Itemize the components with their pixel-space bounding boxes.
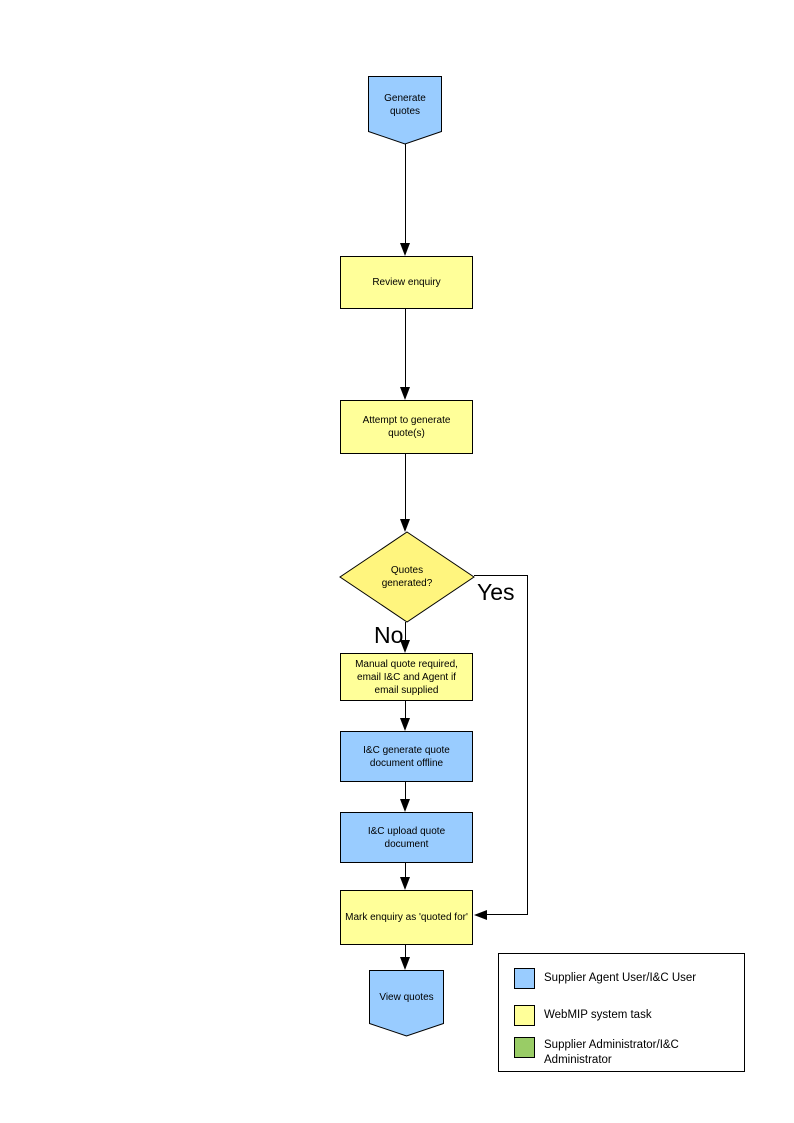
arrow-left-icon <box>474 910 487 920</box>
node-generate-quotes: Generate quotes <box>368 76 442 145</box>
node-label: Manual quote required, email I&C and Age… <box>355 658 458 696</box>
branch-label-yes: Yes <box>477 579 515 605</box>
node-label: I&C generate quote document offline <box>363 744 450 769</box>
legend-label: Supplier Administrator/I&C Administrator <box>544 1039 679 1066</box>
node-label: Attempt to generate quote(s) <box>362 415 451 439</box>
arrow-down-icon <box>400 387 410 400</box>
legend-swatch-yellow <box>514 1005 535 1026</box>
node-review-enquiry: Review enquiry <box>340 256 473 309</box>
legend-swatch-green <box>514 1037 535 1058</box>
node-ic-generate-quote: I&C generate quote document offline <box>340 731 473 782</box>
node-ic-upload-quote: I&C upload quote document <box>340 812 473 863</box>
branch-label-no: No <box>374 622 404 648</box>
node-label: I&C upload quote document <box>367 825 446 850</box>
connector-line <box>405 701 406 718</box>
legend-label: Supplier Agent User/I&C User <box>544 972 697 985</box>
legend-swatch-blue <box>514 968 535 989</box>
connector-line <box>405 622 406 640</box>
legend-label: WebMIP system task <box>544 1009 652 1022</box>
arrow-down-icon <box>400 519 410 532</box>
arrow-down-icon <box>400 718 410 731</box>
legend-item-webmip-task: WebMIP system task <box>514 1005 652 1026</box>
connector-line <box>405 863 406 877</box>
node-label: View quotes <box>379 992 434 1003</box>
node-label: Quotes generated? <box>381 565 433 589</box>
arrow-down-icon <box>400 799 410 812</box>
arrow-down-icon <box>400 640 410 653</box>
connector-line <box>405 144 406 243</box>
arrow-down-icon <box>400 957 410 970</box>
node-view-quotes: View quotes <box>369 970 444 1037</box>
legend-item-supplier-agent: Supplier Agent User/I&C User <box>514 968 696 989</box>
connector-line <box>405 945 406 957</box>
legend: Supplier Agent User/I&C User WebMIP syst… <box>498 953 745 1072</box>
node-quotes-generated-decision: Quotes generated? <box>339 531 475 623</box>
pentagon-shape <box>369 970 444 1037</box>
node-label: Review enquiry <box>372 277 441 288</box>
node-label: Mark enquiry as 'quoted for' <box>345 912 468 923</box>
connector-line <box>405 454 406 519</box>
node-mark-enquiry-quoted: Mark enquiry as 'quoted for' <box>340 890 473 945</box>
legend-item-supplier-admin: Supplier Administrator/I&C Administrator <box>514 1037 734 1067</box>
diamond-shape <box>339 531 475 623</box>
connector-yes-top <box>474 575 528 576</box>
arrow-down-icon <box>400 877 410 890</box>
connector-yes-vertical <box>527 575 528 915</box>
arrow-down-icon <box>400 243 410 256</box>
connector-line <box>405 309 406 388</box>
node-label: Generate quotes <box>384 92 426 117</box>
connector-yes-bottom <box>487 914 528 915</box>
connector-line <box>405 782 406 799</box>
node-manual-quote-required: Manual quote required, email I&C and Age… <box>340 653 473 701</box>
node-attempt-generate-quotes: Attempt to generate quote(s) <box>340 400 473 454</box>
pentagon-shape <box>368 76 442 145</box>
